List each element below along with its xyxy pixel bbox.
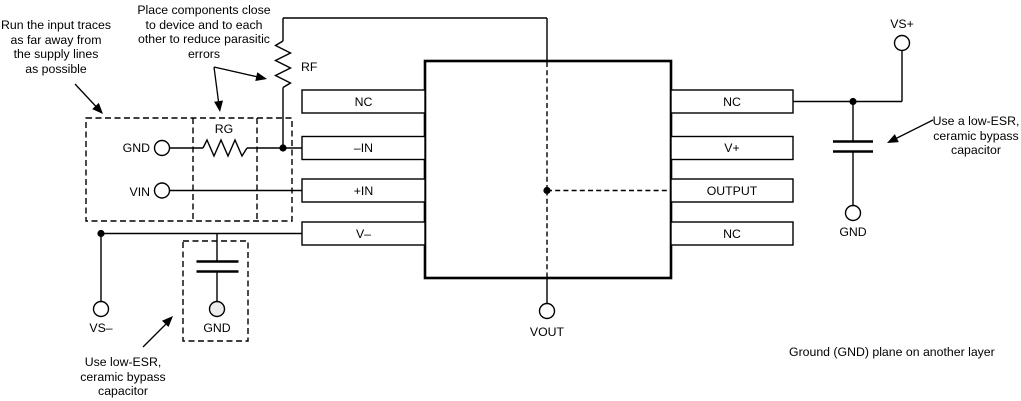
- resistor-rf: [273, 40, 293, 89]
- wire-traces: [100, 17, 903, 304]
- pin-boxes-left: [301, 89, 426, 246]
- terminal-vout: [538, 302, 556, 320]
- arrow-place-components-rf: [213, 66, 267, 81]
- label-rg: RG: [214, 122, 234, 136]
- arrow-bypass-bottom: [142, 316, 173, 348]
- capacitor-right: [833, 140, 873, 153]
- dashed-bypass-region: [182, 240, 249, 342]
- arrow-bypass-right: [887, 119, 934, 143]
- label-rf: RF: [301, 59, 318, 74]
- label-gnd-bottom: GND: [203, 321, 231, 335]
- terminal-gnd-bottom: [208, 300, 226, 318]
- ic-body-outline: [423, 59, 673, 280]
- label-gnd-input: GND: [122, 141, 150, 155]
- note-ground-plane: Ground (GND) plane on another layer: [789, 345, 995, 359]
- capacitor-bottom: [196, 260, 239, 273]
- resistor-rg: [202, 138, 248, 158]
- dashed-input-region: [85, 117, 293, 222]
- label-vs-minus: VS–: [89, 321, 113, 335]
- label-vin: VIN: [129, 184, 151, 199]
- pin-label-v-plus: V+: [724, 141, 740, 155]
- note-input-traces: Run the input traces as far away from th…: [0, 18, 112, 76]
- pin-label-v-minus: V–: [355, 226, 372, 241]
- pin-label-nc-right-bottom: NC: [723, 226, 741, 241]
- pin-boxes-right: [670, 89, 794, 246]
- note-bypass-bottom: Use low-ESR, ceramic bypass capacitor: [80, 355, 166, 398]
- pin-label-neg-in: –IN: [353, 141, 374, 155]
- terminal-gnd-right: [844, 204, 862, 222]
- label-gnd-right: GND: [839, 225, 867, 239]
- terminal-vs-minus: [92, 300, 110, 318]
- pin-label-nc-right-top: NC: [723, 94, 741, 109]
- arrow-place-components-rg: [213, 66, 223, 112]
- note-bypass-right: Use a low-ESR, ceramic bypass capacitor: [932, 114, 1020, 157]
- label-vs-plus: VS+: [890, 17, 914, 31]
- terminal-vs-plus: [893, 34, 911, 52]
- pin-label-pos-in: +IN: [353, 183, 374, 198]
- junction-dots: [97, 97, 857, 238]
- ic-internal-dashed-trace: [546, 62, 671, 278]
- pin-label-nc-left: NC: [354, 94, 373, 109]
- note-place-components: Place components close to device and to …: [137, 3, 271, 61]
- pin-label-output: OUTPUT: [706, 183, 758, 198]
- arrow-input-traces: [74, 83, 103, 114]
- terminal-gnd-input: [153, 139, 171, 157]
- label-vout: VOUT: [529, 325, 565, 339]
- terminal-vin: [153, 182, 171, 199]
